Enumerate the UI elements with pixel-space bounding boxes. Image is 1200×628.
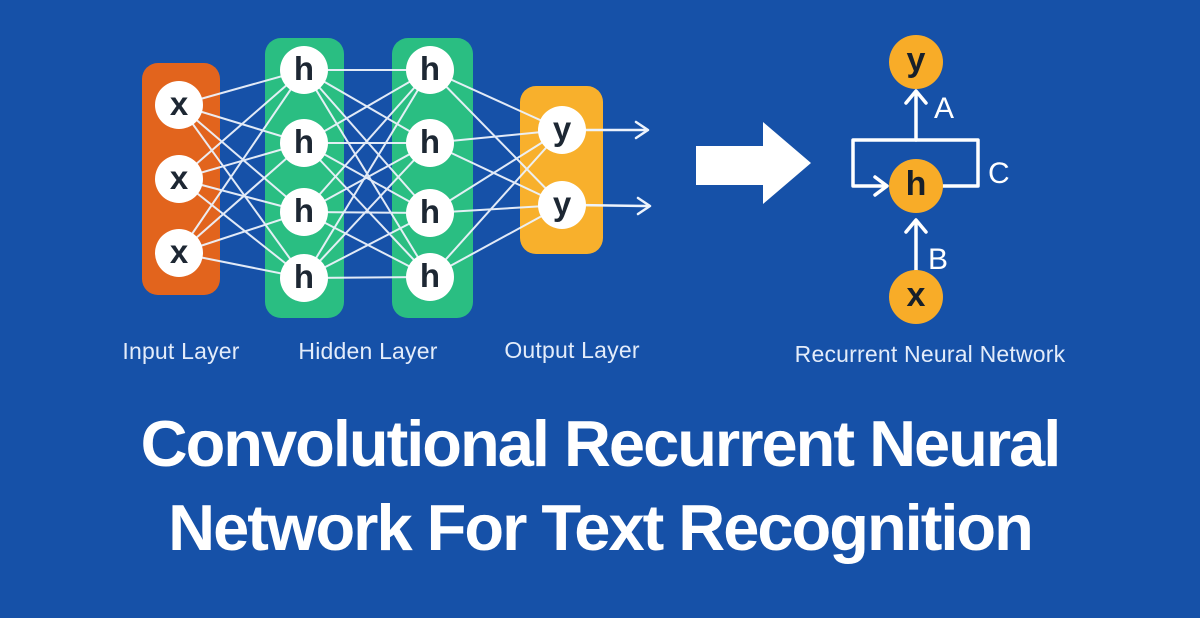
big-right-arrow-icon: [696, 122, 811, 204]
rnn-loop-c-icon: [851, 138, 980, 188]
rnn-node-h: h: [889, 159, 943, 213]
rnn-edge-label-a: A: [934, 92, 955, 125]
hidden1-node-3: h: [280, 188, 328, 236]
hidden-layer-label: Hidden Layer: [298, 338, 438, 364]
input-layer-label: Input Layer: [122, 338, 240, 364]
input-node-3: x: [155, 229, 203, 277]
hidden1-node-4: h: [280, 254, 328, 302]
bottom-white-strip: [0, 618, 1200, 628]
page-title: Convolutional Recurrent Neural Network F…: [0, 402, 1200, 570]
output-arrows-icon: [573, 120, 652, 216]
rnn-node-y: y: [889, 35, 943, 89]
input-node-1: x: [155, 81, 203, 129]
nn-connection-lines: [178, 69, 563, 279]
hidden2-node-2: h: [406, 119, 454, 167]
rnn-edges: [851, 89, 980, 272]
hidden1-node-1: h: [280, 46, 328, 94]
hidden2-node-4: h: [406, 253, 454, 301]
hidden2-node-3: h: [406, 189, 454, 237]
input-node-2: x: [155, 155, 203, 203]
rnn-edge-label-c: C: [988, 157, 1010, 190]
rnn-node-x: x: [889, 270, 943, 324]
title-line-1: Convolutional Recurrent Neural: [140, 407, 1062, 480]
output-layer-label: Output Layer: [504, 337, 640, 363]
output-node-1: y: [538, 106, 586, 154]
hidden1-node-2: h: [280, 119, 328, 167]
hidden2-node-1: h: [406, 46, 454, 94]
title-line-2: Network For Text Recognition: [168, 491, 1034, 564]
rnn-edge-label-b: B: [928, 243, 949, 276]
output-node-2: y: [538, 181, 586, 229]
rnn-caption: Recurrent Neural Network: [794, 341, 1066, 367]
